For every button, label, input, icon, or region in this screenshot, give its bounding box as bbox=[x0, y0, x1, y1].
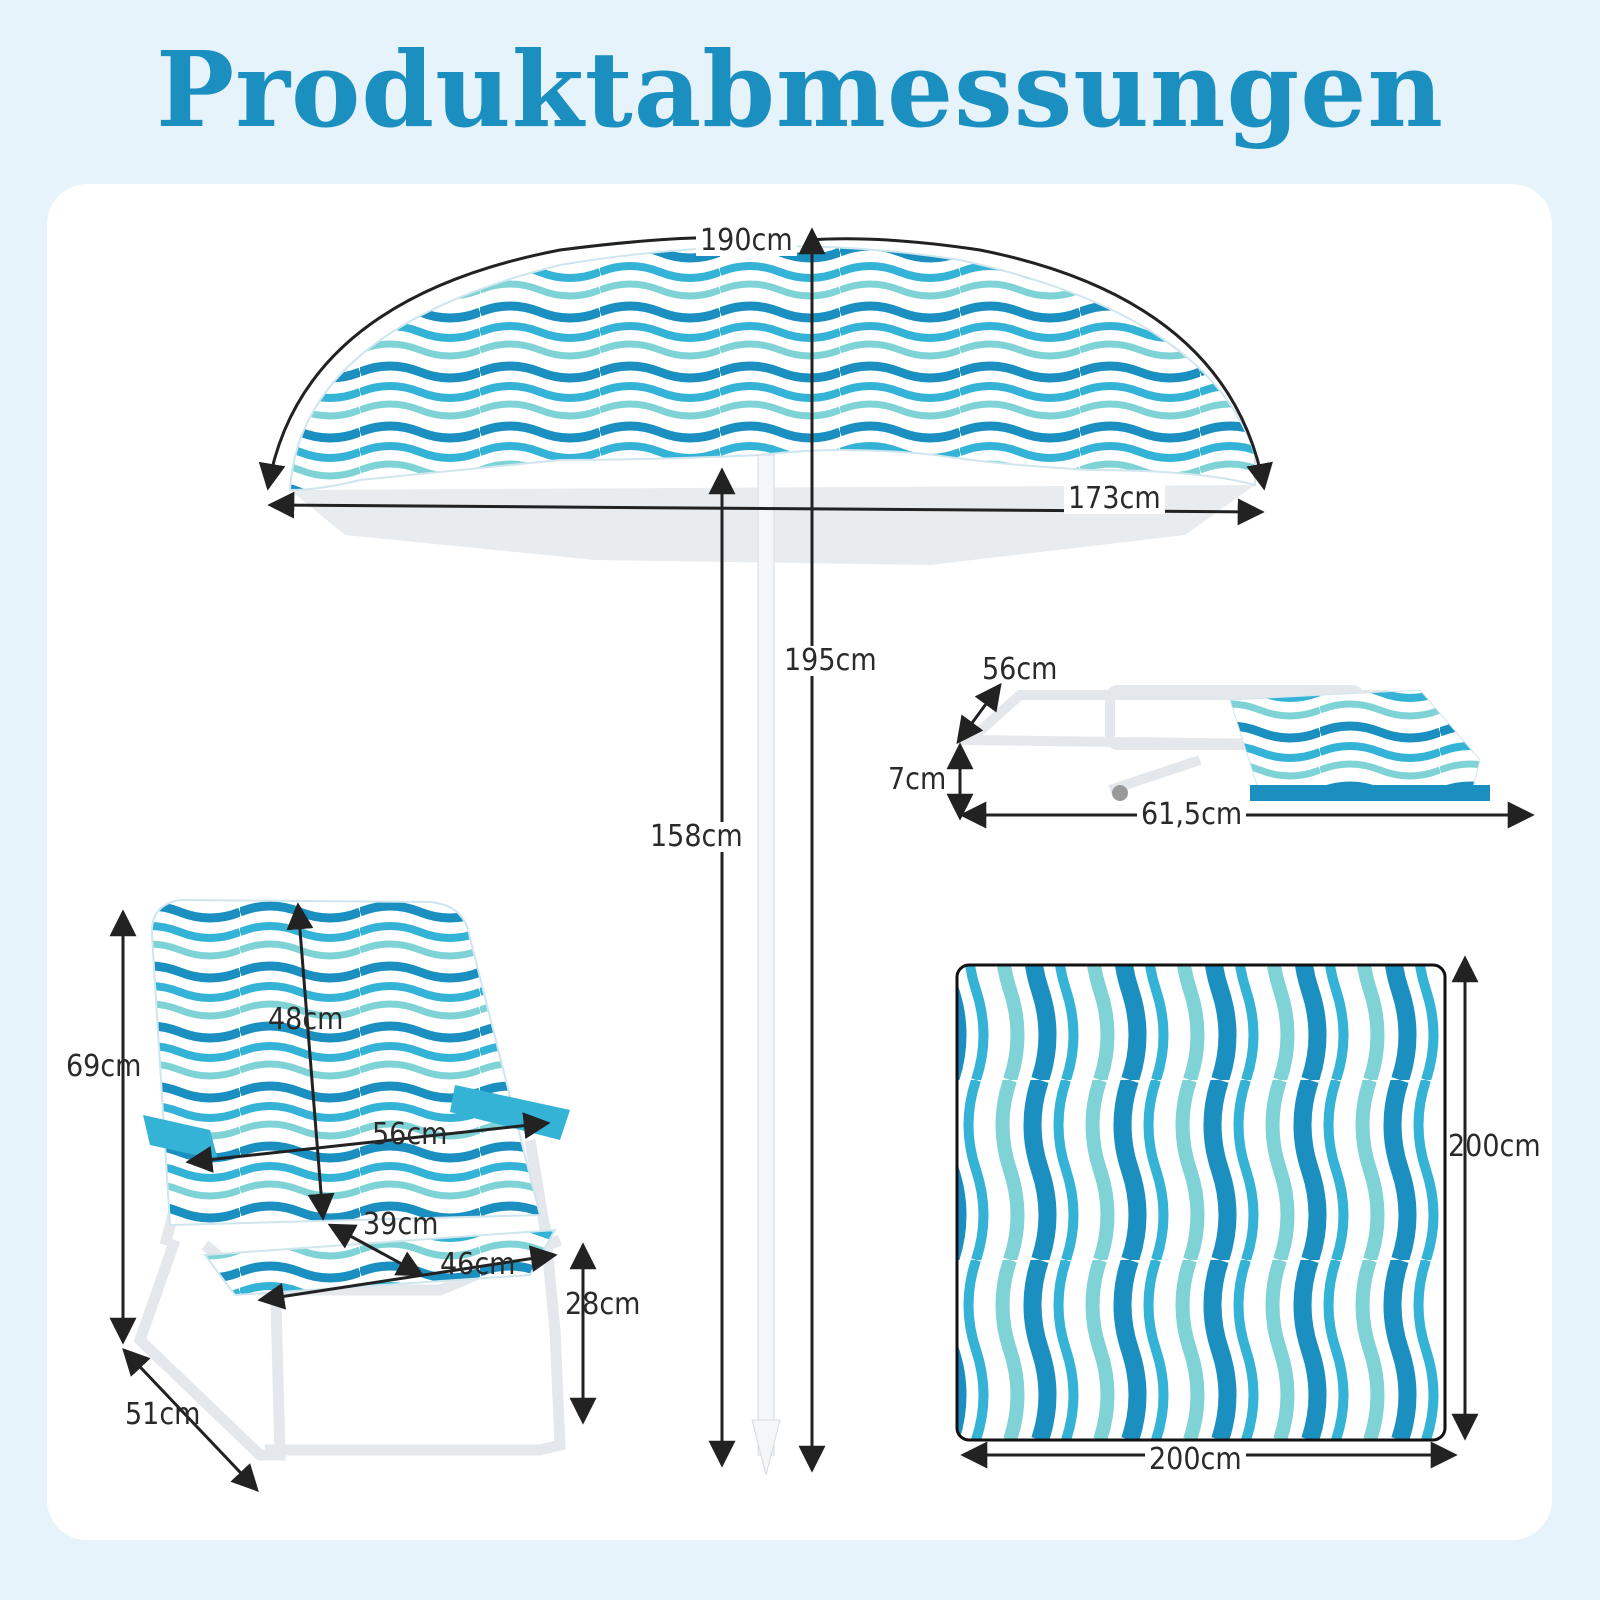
folded-height-label: 7cm bbox=[888, 762, 947, 797]
folded-depth-label: 56cm bbox=[982, 652, 1058, 687]
folded-chair-dimension-lines bbox=[946, 682, 1535, 829]
chair-height-label: 69cm bbox=[66, 1049, 142, 1084]
chair-depth-label: 51cm bbox=[125, 1397, 201, 1432]
chair-dimension-lines bbox=[109, 902, 597, 1492]
umbrella-height-label: 195cm bbox=[780, 646, 881, 676]
chair-width-label: 56cm bbox=[372, 1117, 448, 1152]
folded-chair bbox=[957, 685, 1490, 801]
beach-chair bbox=[133, 898, 570, 1461]
umbrella-ground-height-label: 158cm bbox=[646, 822, 747, 852]
umbrella-diameter-label: 173cm bbox=[1064, 484, 1165, 514]
mat-height-label: 200cm bbox=[1448, 1129, 1541, 1164]
beach-mat bbox=[955, 963, 1447, 1442]
chair-seat-width-label: 46cm bbox=[440, 1247, 516, 1282]
chair-backrest-label: 48cm bbox=[268, 1002, 344, 1037]
mat-width-label: 200cm bbox=[1145, 1445, 1246, 1475]
page-title: Produktabmessungen bbox=[156, 28, 1444, 151]
umbrella-arc-label: 190cm bbox=[696, 226, 797, 256]
chair-seat-height-label: 28cm bbox=[565, 1287, 641, 1322]
folded-length-label: 61,5cm bbox=[1137, 800, 1247, 830]
chair-seat-depth-label: 39cm bbox=[363, 1207, 439, 1242]
